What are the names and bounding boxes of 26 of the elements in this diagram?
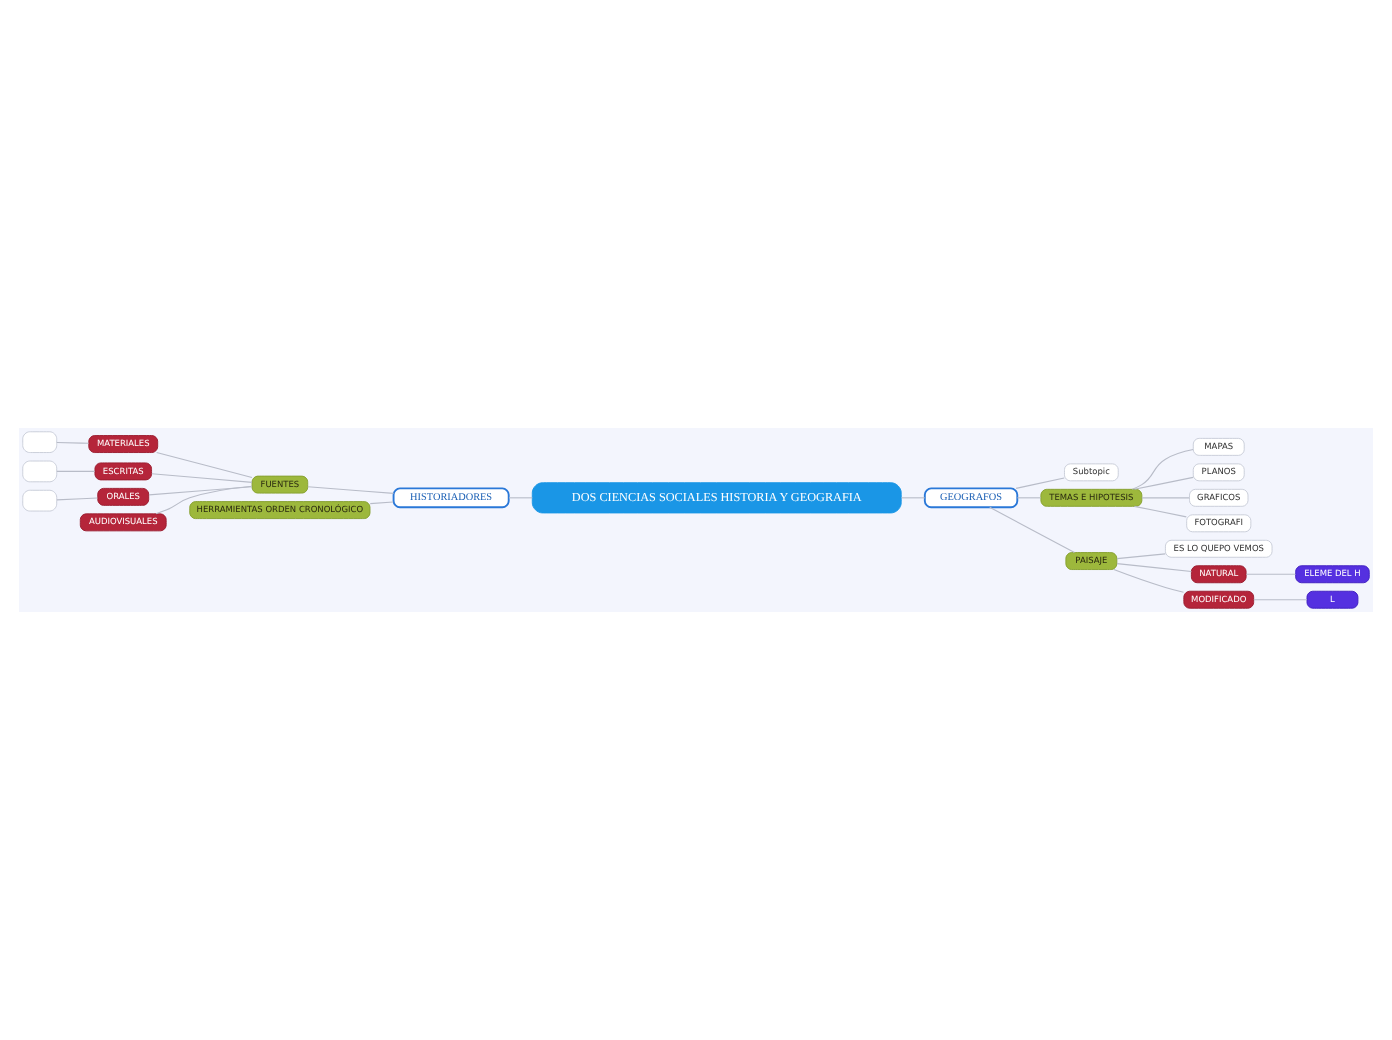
connector [1245,573,1297,575]
node-box [22,489,58,512]
connector [1133,505,1187,518]
connector [900,497,926,499]
connector [1116,563,1192,573]
connector [508,497,533,499]
connector [148,486,253,496]
connector [989,506,1076,554]
connector [1015,477,1065,489]
connector [1253,599,1308,601]
node-box [22,460,58,483]
connector [1016,497,1042,499]
connector [151,473,253,483]
connector [1141,497,1190,499]
connector [307,486,395,494]
connector [1113,569,1185,593]
connector [155,485,253,515]
connector [56,441,90,444]
connector [1116,553,1166,560]
connector [156,451,253,479]
connector [56,470,96,472]
connector [369,501,394,505]
connector [56,497,99,501]
node-box [22,431,58,453]
connector [1131,448,1194,490]
connector [1133,476,1194,490]
